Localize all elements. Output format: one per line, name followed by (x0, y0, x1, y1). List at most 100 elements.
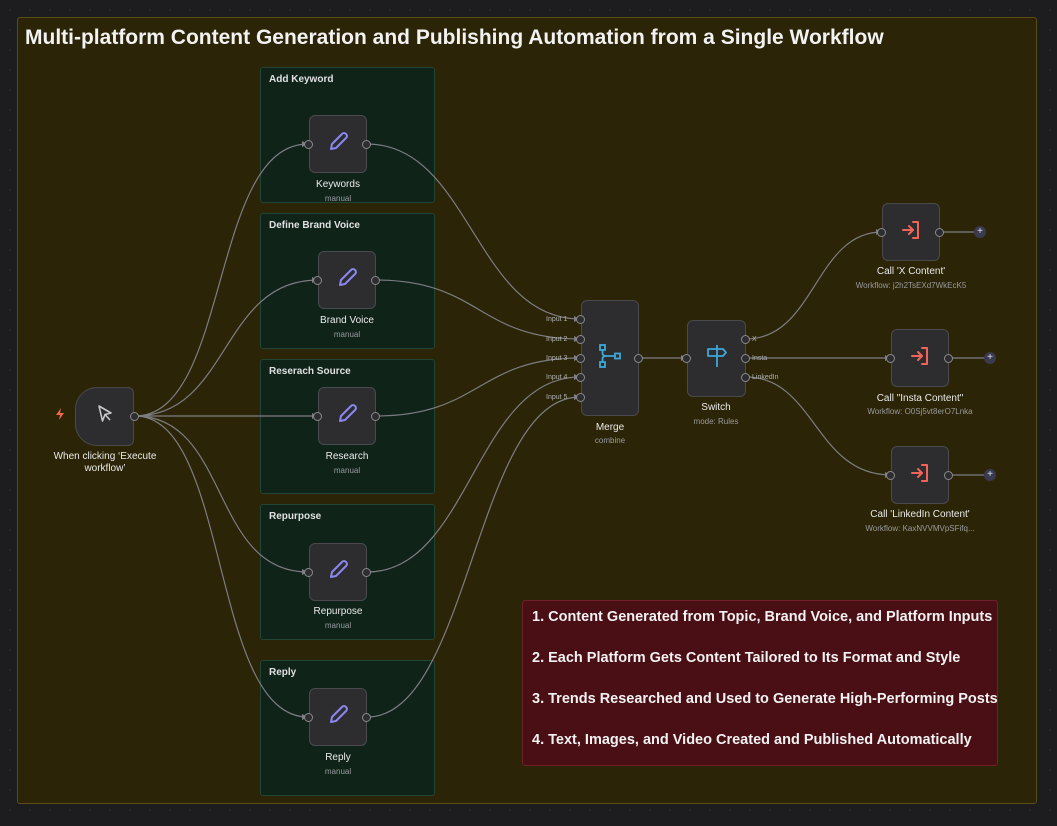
trigger-output-port[interactable] (130, 412, 139, 421)
brand-voice-node[interactable] (318, 251, 376, 309)
note-line-3: 3. Trends Researched and Used to Generat… (532, 691, 998, 707)
keywords-input-port[interactable] (304, 140, 313, 149)
enter-icon (908, 461, 932, 490)
call-insta-content-node[interactable] (891, 329, 949, 387)
pencil-icon (335, 266, 359, 295)
group-title: Define Brand Voice (269, 220, 360, 231)
switch-output-port-insta[interactable] (741, 354, 750, 363)
call-insta-input-port[interactable] (886, 354, 895, 363)
call-x-output-port[interactable] (935, 228, 944, 237)
note-line-4: 4. Text, Images, and Video Created and P… (532, 732, 972, 748)
pencil-icon (326, 703, 350, 732)
brand-voice-input-port[interactable] (313, 276, 322, 285)
group-title: Add Keyword (269, 74, 334, 85)
call-x-input-port[interactable] (877, 228, 886, 237)
merge-input-port-5[interactable] (576, 393, 585, 402)
note-line-2: 2. Each Platform Gets Content Tailored t… (532, 650, 961, 666)
brand-voice-label: Brand Voice (320, 315, 374, 326)
repurpose-input-port[interactable] (304, 568, 313, 577)
repurpose-sub: manual (324, 621, 352, 630)
workflow-title: Multi-platform Content Generation and Pu… (25, 26, 884, 49)
call-linkedin-input-port[interactable] (886, 471, 895, 480)
merge-input-label: Input 3 (546, 355, 568, 362)
wire-switch-linkedin (745, 376, 892, 476)
research-node[interactable] (318, 387, 376, 445)
merge-output-port[interactable] (634, 354, 643, 363)
wire-reply-merge (366, 396, 581, 718)
research-sub: manual (333, 466, 361, 475)
enter-icon (899, 218, 923, 247)
merge-input-label: Input 1 (546, 316, 568, 323)
wire-trigger-brand-voice (134, 279, 319, 417)
group-add-keyword[interactable]: Add Keyword (260, 67, 435, 203)
wire-research-merge (375, 357, 581, 417)
merge-label: Merge (595, 422, 625, 433)
pencil-icon (326, 130, 350, 159)
switch-node[interactable] (687, 320, 746, 397)
switch-sub: mode: Rules (693, 417, 739, 426)
call-linkedin-sub: Workflow: KaxNVVMVpSFifq... (865, 524, 975, 533)
keywords-label: Keywords (316, 179, 360, 190)
call-insta-output-port[interactable] (944, 354, 953, 363)
wire-brand-voice-merge (375, 279, 581, 340)
merge-icon (597, 343, 623, 374)
add-node-button[interactable]: + (974, 226, 986, 238)
research-input-port[interactable] (313, 412, 322, 421)
research-label: Research (325, 451, 369, 462)
merge-input-port-1[interactable] (576, 315, 585, 324)
switch-output-label: LinkedIn (752, 374, 779, 381)
call-linkedin-output-port[interactable] (944, 471, 953, 480)
signpost-icon (704, 343, 730, 374)
wire-trigger-keywords (134, 143, 309, 417)
add-node-button[interactable]: + (984, 352, 996, 364)
switch-output-port-linkedin[interactable] (741, 373, 750, 382)
merge-input-port-4[interactable] (576, 373, 585, 382)
group-title: Reply (269, 667, 297, 678)
call-linkedin-label: Call 'LinkedIn Content' (870, 509, 970, 520)
merge-input-port-3[interactable] (576, 354, 585, 363)
merge-sub: combine (594, 436, 626, 445)
research-output-port[interactable] (371, 412, 380, 421)
switch-input-port[interactable] (682, 354, 691, 363)
merge-node[interactable] (581, 300, 639, 416)
keywords-node[interactable] (309, 115, 367, 173)
keywords-sub: manual (324, 194, 352, 203)
wire-trigger-repurpose (134, 415, 309, 573)
call-insta-sub: Workflow: O0Sj5vt8erO7Lnka (867, 407, 973, 416)
group-title: Reserach Source (269, 366, 351, 377)
merge-input-label: Input 4 (546, 374, 568, 381)
repurpose-output-port[interactable] (362, 568, 371, 577)
switch-label: Switch (701, 402, 731, 413)
pencil-icon (335, 402, 359, 431)
lightning-icon (55, 408, 65, 423)
keywords-output-port[interactable] (362, 140, 371, 149)
add-node-button[interactable]: + (984, 469, 996, 481)
enter-icon (908, 344, 932, 373)
wire-switch-x (745, 231, 883, 340)
brand-voice-output-port[interactable] (371, 276, 380, 285)
switch-output-port-x[interactable] (741, 335, 750, 344)
merge-input-port-2[interactable] (576, 335, 585, 344)
reply-sub: manual (324, 767, 352, 776)
switch-output-label: Insta (752, 355, 768, 362)
wire-keywords-merge (366, 143, 581, 320)
brand-voice-sub: manual (333, 330, 361, 339)
sticky-note[interactable]: 1. Content Generated from Topic, Brand V… (522, 600, 998, 766)
call-x-sub: Workflow: j2h2TsEXd7WkEcK5 (855, 281, 967, 290)
cursor-icon (94, 403, 116, 430)
call-linkedin-content-node[interactable] (891, 446, 949, 504)
reply-label: Reply (325, 752, 351, 763)
pencil-icon (326, 558, 350, 587)
call-insta-label: Call "Insta Content" (876, 393, 964, 404)
group-title: Repurpose (269, 511, 322, 522)
reply-node[interactable] (309, 688, 367, 746)
trigger-label: When clicking ‘Execute workflow’ (53, 451, 157, 474)
repurpose-node[interactable] (309, 543, 367, 601)
reply-input-port[interactable] (304, 713, 313, 722)
merge-input-label: Input 2 (546, 336, 568, 343)
reply-output-port[interactable] (362, 713, 371, 722)
trigger-node[interactable] (75, 387, 134, 446)
call-x-content-node[interactable] (882, 203, 940, 261)
repurpose-label: Repurpose (313, 606, 363, 617)
